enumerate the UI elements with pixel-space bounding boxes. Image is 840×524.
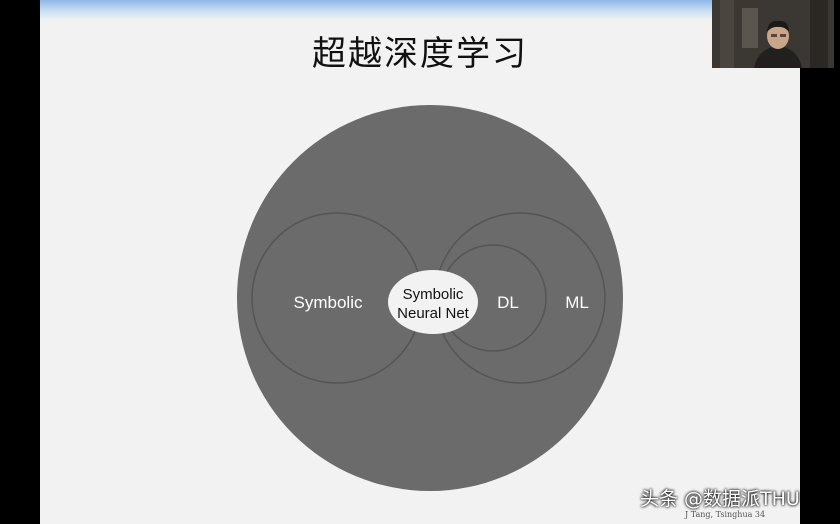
presentation-slide: 超越深度学习 Symbolic DL ML Symbolic Neural Ne… [40,0,800,524]
venn-diagram: Symbolic DL ML Symbolic Neural Net [237,105,623,491]
label-dl: DL [497,293,519,312]
source-watermark: 头条 @数据派THU [640,488,800,510]
slide-title: 超越深度学习 [312,34,528,74]
presenter-video-frame [712,0,834,68]
label-core-line2: Neural Net [397,305,470,322]
label-ml: ML [565,293,589,312]
label-core-line1: Symbolic [403,286,464,303]
webcam-thumbnail [712,0,834,68]
label-symbolic: Symbolic [294,293,363,312]
slide-footer-credit: J Tang, Tsinghua 34 [685,510,766,519]
slide-header-gradient [40,0,800,20]
presenter-person-icon [754,20,802,68]
core-ellipse-symbolic-neural-net [388,270,478,334]
